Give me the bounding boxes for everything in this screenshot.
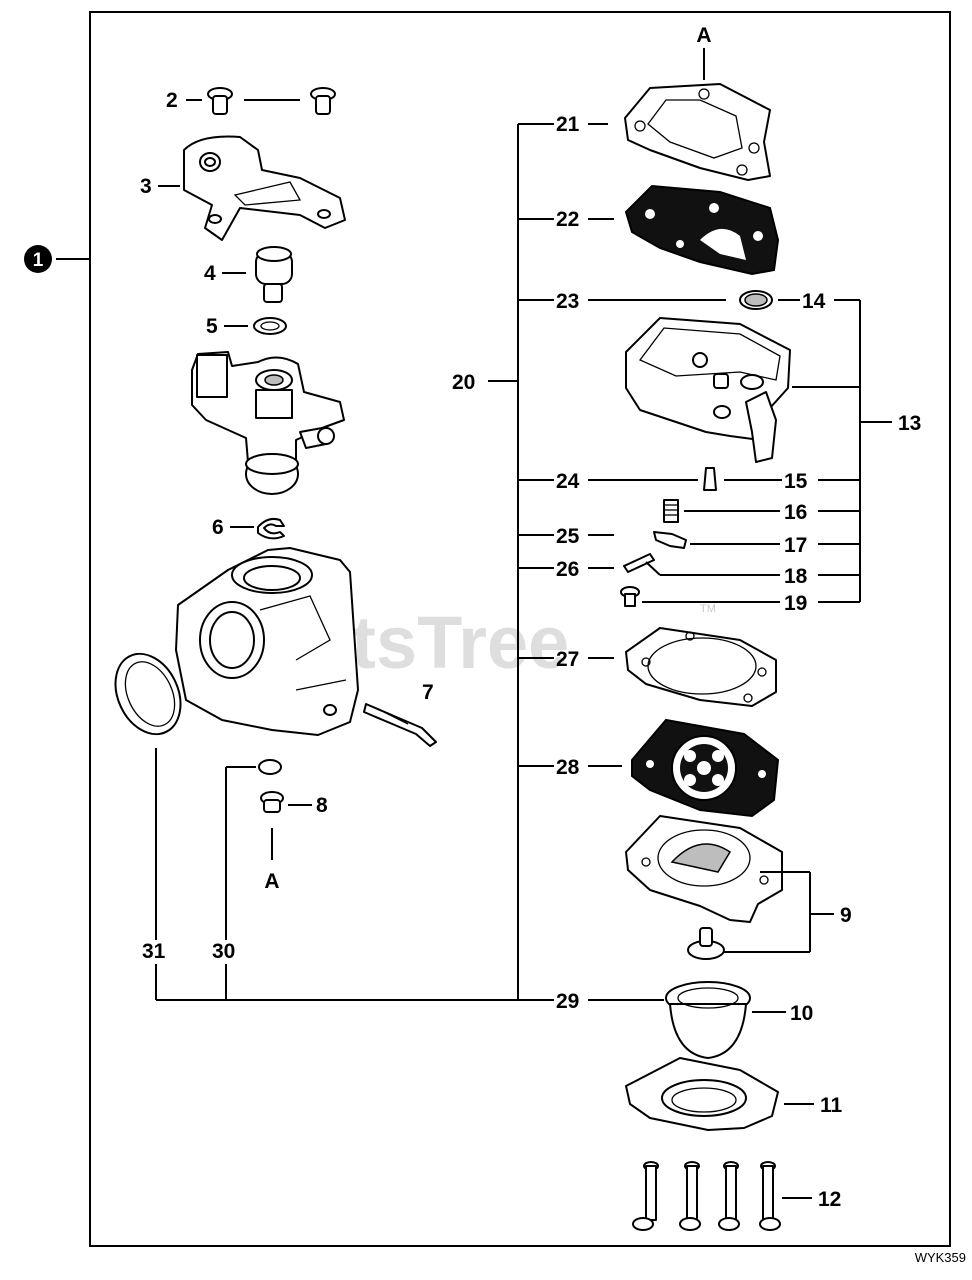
callout-8: 8 (316, 794, 328, 817)
callout-15: 15 (784, 470, 808, 493)
diaphragm-28-part (631, 718, 780, 818)
callout-25: 25 (556, 525, 580, 548)
lever-pin-part (623, 553, 655, 573)
callout-30: 30 (212, 940, 235, 963)
check-valve-part (687, 927, 725, 960)
main-ref-marker (24, 245, 52, 273)
callout-18-leader (645, 561, 661, 576)
callout-27: 27 (556, 648, 579, 671)
ref-letter-top: A (696, 24, 711, 47)
callout-18: 18 (784, 565, 808, 588)
main-ref-number: 1 (33, 250, 44, 271)
screen-part (739, 290, 773, 310)
metering-cover-part (625, 815, 783, 923)
bolts-part (632, 1161, 781, 1231)
lever-screw-part (620, 586, 640, 607)
spring-part (663, 499, 679, 523)
diagram-frame (89, 11, 951, 1247)
screw-part-2 (310, 87, 336, 115)
callout-26: 26 (556, 558, 579, 581)
callout-17: 17 (784, 534, 807, 557)
callout-6: 6 (212, 516, 224, 539)
callout-16: 16 (784, 501, 807, 524)
callout-9: 9 (840, 904, 852, 927)
diaphragm-22-part (624, 184, 780, 276)
watermark-trademark: TM (700, 603, 716, 615)
drawing-code: WYK359 (915, 1250, 966, 1265)
adjust-plug-part (255, 246, 293, 303)
control-lever-part (653, 531, 687, 549)
throttle-bracket-part (183, 135, 346, 241)
pump-body-part (625, 317, 791, 463)
e-clip-part (257, 517, 285, 540)
callout-3: 3 (140, 175, 152, 198)
plug-o-ring-part (258, 759, 282, 775)
callout-7: 7 (422, 681, 434, 704)
callout-31: 31 (142, 940, 166, 963)
inlet-needle-part (703, 467, 717, 491)
callout-11: 11 (820, 1094, 843, 1117)
carburetor-body-part (175, 547, 359, 736)
primer-bulb-part (665, 981, 751, 1059)
screw-part (207, 87, 233, 115)
cup-seal-part (114, 652, 182, 736)
callout-5: 5 (206, 315, 218, 338)
gasket-27-part (625, 627, 777, 707)
ref-letter-bottom: A (264, 870, 279, 893)
plug-part (260, 791, 284, 813)
gasket-21-part (624, 83, 771, 181)
callout-19: 19 (784, 592, 807, 615)
callout-20: 20 (452, 371, 475, 394)
callout-24: 24 (556, 470, 580, 493)
callout-14: 14 (802, 290, 826, 313)
callout-23: 23 (556, 290, 579, 313)
callout-10: 10 (790, 1002, 813, 1025)
callout-13: 13 (898, 412, 921, 435)
o-ring-part (253, 317, 287, 335)
callout-28: 28 (556, 756, 580, 779)
callout-2: 2 (166, 89, 178, 112)
throttle-shaft-assembly-part (191, 351, 345, 495)
o-ring-inner (260, 321, 280, 331)
adjust-needle-part (363, 703, 437, 747)
callout-21: 21 (556, 113, 580, 136)
callout-12: 12 (818, 1188, 841, 1211)
callout-22: 22 (556, 208, 579, 231)
callout-29: 29 (556, 990, 579, 1013)
bulb-retainer-part (625, 1057, 779, 1131)
callout-4: 4 (204, 262, 216, 285)
